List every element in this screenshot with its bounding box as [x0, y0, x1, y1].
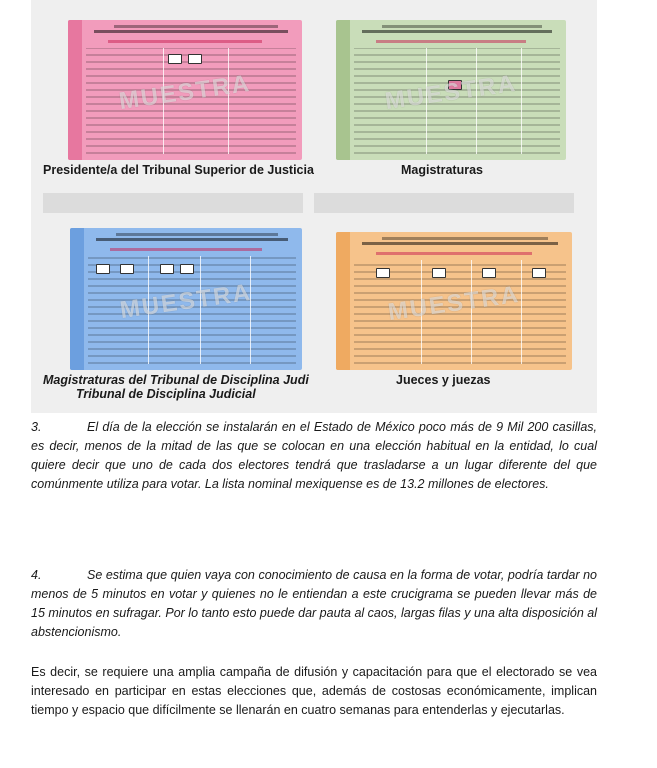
ballot-header [354, 24, 562, 36]
paragraph-number: 3. [31, 420, 42, 434]
paragraph-text: El día de la elección se instalarán en e… [31, 420, 597, 491]
ballot-column-divider [476, 48, 477, 154]
caption-tribunal-disciplina: Magistraturas del Tribunal de Disciplina… [43, 373, 309, 387]
vote-box [482, 268, 496, 278]
ballot-column-divider [163, 48, 164, 154]
vote-box [180, 264, 194, 274]
vote-box [160, 264, 174, 274]
ballot-subheader [110, 248, 262, 251]
vote-box [96, 264, 110, 274]
ballot-stub [336, 20, 350, 160]
ballot-column-divider [228, 48, 229, 154]
ballot-header [354, 236, 568, 248]
vote-box [432, 268, 446, 278]
ballot-subheader [108, 40, 262, 43]
ballot-column-divider [200, 256, 201, 364]
ballot-stub [68, 20, 82, 160]
ballot-header [88, 232, 298, 244]
ballot-column-divider [148, 256, 149, 364]
ballot-subheader [376, 252, 532, 255]
paragraph-4: 4.Se estima que quien vaya con conocimie… [31, 566, 597, 642]
ballot-stub [70, 228, 84, 370]
ballot-subheader [376, 40, 526, 43]
ballot-grid [86, 48, 296, 154]
ballot-header [86, 24, 298, 36]
ballot-stub [336, 232, 350, 370]
paragraph-conclusion: Es decir, se requiere una amplia campaña… [31, 663, 597, 720]
ballot-grid [354, 48, 560, 154]
vote-box [532, 268, 546, 278]
placeholder-bar [43, 193, 303, 213]
paragraph-text: Es decir, se requiere una amplia campaña… [31, 665, 597, 717]
ballot-image-jueces: MUESTRA [336, 232, 572, 370]
ballot-image-magistraturas: MUESTRA [336, 20, 566, 160]
vote-box [376, 268, 390, 278]
ballot-column-divider [426, 48, 427, 154]
ballot-image-tribunal-disciplina: MUESTRA [70, 228, 302, 370]
caption-tribunal-disciplina-line2: Tribunal de Disciplina Judicial [76, 387, 256, 401]
ballot-column-divider [250, 256, 251, 364]
ballot-column-divider [521, 260, 522, 364]
ballot-column-divider [471, 260, 472, 364]
caption-presidente: Presidente/a del Tribunal Superior de Ju… [43, 163, 314, 177]
placeholder-bar [314, 193, 574, 213]
paragraph-3: 3.El día de la elección se instalarán en… [31, 418, 597, 494]
vote-box [188, 54, 202, 64]
ballot-column-divider [521, 48, 522, 154]
ballot-grid [88, 256, 296, 364]
caption-magistraturas: Magistraturas [401, 163, 483, 177]
ballot-image-presidente: MUESTRA [68, 20, 302, 160]
vote-box [168, 54, 182, 64]
paragraph-text: Se estima que quien vaya con conocimient… [31, 568, 597, 639]
caption-jueces: Jueces y juezas [396, 373, 491, 387]
paragraph-number: 4. [31, 568, 42, 582]
vote-box [120, 264, 134, 274]
ballot-column-divider [421, 260, 422, 364]
vote-box [448, 80, 462, 90]
